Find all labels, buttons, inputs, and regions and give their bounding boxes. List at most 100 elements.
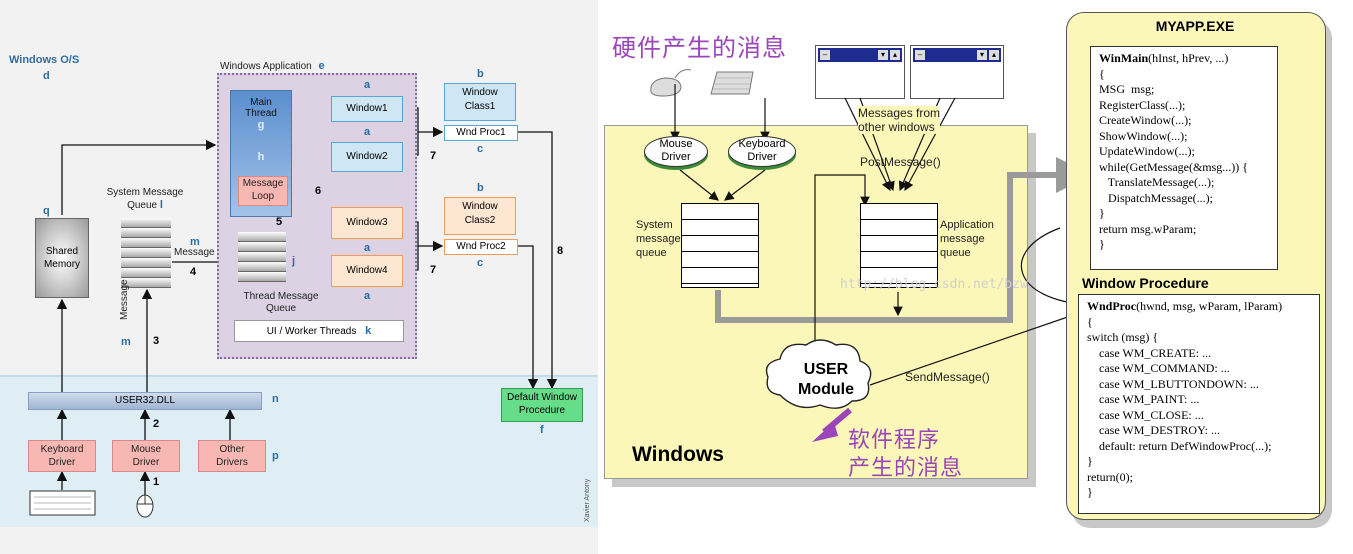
winmain-code-line: TranslateMessage(...);: [1099, 175, 1269, 191]
winmain-code-line: while(GetMessage(&msg...)) {: [1099, 160, 1269, 176]
input-devices: [650, 69, 754, 97]
mouse-icon: [136, 494, 154, 518]
step-8: 8: [557, 245, 564, 257]
wndproc-code-line: case WM_LBUTTONDOWN: ...: [1087, 377, 1311, 393]
thread-queue-line2: Queue: [265, 303, 297, 314]
r-mouse-driver-line2: Driver: [661, 151, 691, 163]
wndproc-code-line: }: [1087, 454, 1311, 470]
wndproc-code-line: WndProc(hwnd, msg, wParam, lParam): [1087, 299, 1311, 315]
class2-line2: Class2: [464, 215, 496, 226]
keyboard-driver-line2: Driver: [48, 457, 76, 468]
winmain-code-text: RegisterClass(...);: [1099, 97, 1186, 112]
send-message-label: SendMessage(): [905, 370, 990, 384]
wndproc1-letter: c: [477, 143, 484, 155]
winmain-code-text: ShowWindow(...);: [1099, 128, 1188, 143]
wndproc-code-text: switch (msg) {: [1087, 330, 1159, 344]
watermark: http://blog.csdn.net/bzw: [840, 277, 1028, 292]
right-connectors: [670, 84, 1284, 496]
winmain-code-line: RegisterClass(...);: [1099, 98, 1269, 114]
winmain-code-line: WinMain(hInst, hPrev, ...): [1099, 51, 1269, 67]
window1-letter: a: [364, 79, 371, 91]
wndproc-code-line: case WM_PAINT: ...: [1087, 392, 1311, 408]
window-class1: Window Class1: [444, 83, 516, 121]
winmain-code-line: MSG msg;: [1099, 82, 1269, 98]
message-loop-line2: Loop: [251, 191, 275, 202]
window2-letter: a: [364, 126, 371, 138]
wndproc-code-line: default: return DefWindowProc(...);: [1087, 439, 1311, 455]
main-thread-line2: Thread: [245, 108, 277, 119]
user-module: USER Module: [780, 360, 872, 400]
app-letter: e: [318, 60, 325, 72]
winmain-code-line: DispatchMessage(...);: [1099, 191, 1269, 207]
wndproc-code-line: case WM_DESTROY: ...: [1087, 423, 1311, 439]
winmain-code-line: }: [1099, 237, 1269, 253]
wndproc-code-line: switch (msg) {: [1087, 330, 1311, 346]
step-7b: 7: [430, 264, 437, 276]
winmain-code-text: }: [1099, 206, 1105, 220]
ui-worker-threads-letter: k: [365, 325, 372, 337]
user32-dll: USER32.DLL: [28, 392, 262, 410]
wndproc-code-line: return(0);: [1087, 470, 1311, 486]
winmain-code-line: {: [1099, 67, 1269, 83]
step-6: 6: [315, 185, 322, 197]
window2: Window2: [331, 142, 403, 172]
window-class2: Window Class2: [444, 197, 516, 235]
software-message-line1: 软件程序: [848, 428, 941, 453]
wnd-proc1: Wnd Proc1: [444, 125, 518, 141]
step-5: 5: [276, 216, 283, 228]
wndproc-code-line: case WM_CREATE: ...: [1087, 346, 1311, 362]
user-module-cloud: [765, 339, 872, 409]
mouse-driver-oval: Mouse Driver: [644, 136, 708, 167]
sys-queue-label: System Message Queue l: [100, 187, 190, 212]
window3: Window3: [331, 207, 403, 239]
sys-queue-stack: [121, 218, 171, 288]
sys-queue-line2: Queue: [127, 200, 158, 211]
wndproc-code-text: {: [1087, 314, 1093, 329]
system-message-queue: [681, 203, 759, 288]
thread-queue-letter: j: [292, 255, 296, 267]
wndproc-code-text: (hwnd, msg, wParam, lParam): [1136, 299, 1283, 313]
messages-from-line1: Messages from: [858, 106, 941, 120]
mouse-driver-line1: Mouse: [130, 444, 161, 455]
class1-line2: Class1: [464, 101, 496, 112]
thread-queue-line1: Thread Message: [243, 291, 319, 302]
thread-queue-stack: [238, 232, 286, 282]
os-letter: d: [43, 70, 50, 82]
wndproc-code-text: return(0);: [1087, 469, 1133, 484]
winmain-code-line: UpdateWindow(...);: [1099, 144, 1269, 160]
wndproc-code-text: }: [1087, 454, 1093, 468]
keyboard-device-icon: [710, 71, 754, 95]
winmain-code-text: MSG msg;: [1099, 82, 1155, 96]
message-loop-line1: Message: [242, 178, 284, 189]
messages-from-label: Messages from other windows: [858, 106, 941, 134]
window-procedure-title: Window Procedure: [1082, 275, 1209, 291]
wndproc-code-line: }: [1087, 485, 1311, 501]
other-window-2: ▴▾–: [910, 45, 1004, 99]
ui-worker-threads-label: UI / Worker Threads: [266, 326, 357, 337]
step-2: 2: [153, 418, 160, 430]
windows-box: [604, 125, 1028, 479]
wndproc-code-text: default: return DefWindowProc(...);: [1087, 438, 1272, 453]
window4: Window4: [331, 255, 403, 287]
winmain-box: WinMain(hInst, hPrev, ...){MSG msg;Regis…: [1090, 46, 1278, 270]
default-proc-line1: Default Window: [506, 392, 578, 403]
winmain-code-line: ShowWindow(...);: [1099, 129, 1269, 145]
wndproc-code-text: case WM_CREATE: ...: [1087, 345, 1212, 360]
message-v: Message: [119, 279, 130, 320]
sys-queue-letter: l: [159, 199, 163, 211]
winmain-code-text: }: [1099, 237, 1105, 251]
r-sys-queue-3: queue: [636, 247, 667, 259]
r-mouse-driver-line1: Mouse: [659, 138, 693, 150]
step-1: 1: [153, 476, 160, 488]
user32-letter: n: [272, 393, 279, 405]
user-module-line2: Module: [798, 381, 854, 398]
mouse-driver-line2: Driver: [132, 457, 160, 468]
default-window-procedure: Default Window Procedure: [501, 388, 583, 422]
window4-letter: a: [364, 290, 371, 302]
r-app-queue-3: queue: [940, 247, 971, 259]
class1-letter: b: [477, 68, 484, 80]
winmain-code-text: while(GetMessage(&msg...)) {: [1099, 159, 1249, 174]
main-thread-letter: g: [257, 119, 265, 131]
message-loop-letter: h: [257, 151, 265, 163]
shared-memory-line1: Shared: [45, 246, 79, 257]
